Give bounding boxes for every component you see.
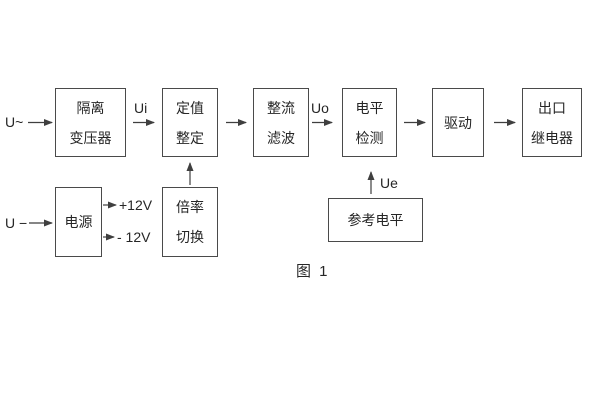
block-label: 继电器 — [531, 129, 573, 146]
block-drive: 驱动 — [432, 88, 484, 157]
block-setting-adjust: 定值 整定 — [162, 88, 218, 157]
signal-label-ui: Ui — [134, 100, 148, 116]
block-label: 滤波 — [267, 129, 295, 146]
block-label: 定值 — [176, 99, 204, 116]
block-label: 倍率 — [176, 199, 204, 215]
figure-caption: 图 1 — [296, 263, 330, 280]
block-ratio-switch: 倍率 切换 — [162, 187, 218, 257]
block-label: 整流 — [267, 99, 295, 116]
signal-label-uo: Uo — [311, 100, 329, 116]
block-label: 变压器 — [69, 129, 112, 146]
input-label-ac: U~ — [5, 114, 24, 130]
block-label: 检测 — [355, 129, 384, 146]
signal-label-minus12v: - 12V — [117, 229, 151, 245]
block-label: 参考电平 — [347, 212, 404, 228]
block-label: 驱动 — [444, 114, 472, 131]
input-label-dc: U − — [5, 215, 28, 231]
block-level-detection: 电平 检测 — [342, 88, 397, 157]
block-label: 电平 — [355, 99, 384, 116]
block-label: 整定 — [176, 129, 204, 146]
block-isolation-transformer: 隔离 变压器 — [55, 88, 126, 157]
block-output-relay: 出口 继电器 — [522, 88, 582, 157]
signal-label-ue: Ue — [380, 175, 398, 191]
block-reference-level: 参考电平 — [328, 198, 423, 242]
block-label: 电源 — [64, 214, 93, 230]
block-label: 隔离 — [76, 99, 105, 116]
block-rectifier-filter: 整流 滤波 — [253, 88, 309, 157]
block-label: 切换 — [176, 229, 204, 245]
block-label: 出口 — [538, 99, 566, 116]
block-power-supply: 电源 — [55, 187, 102, 257]
signal-label-plus12v: +12V — [119, 197, 153, 213]
